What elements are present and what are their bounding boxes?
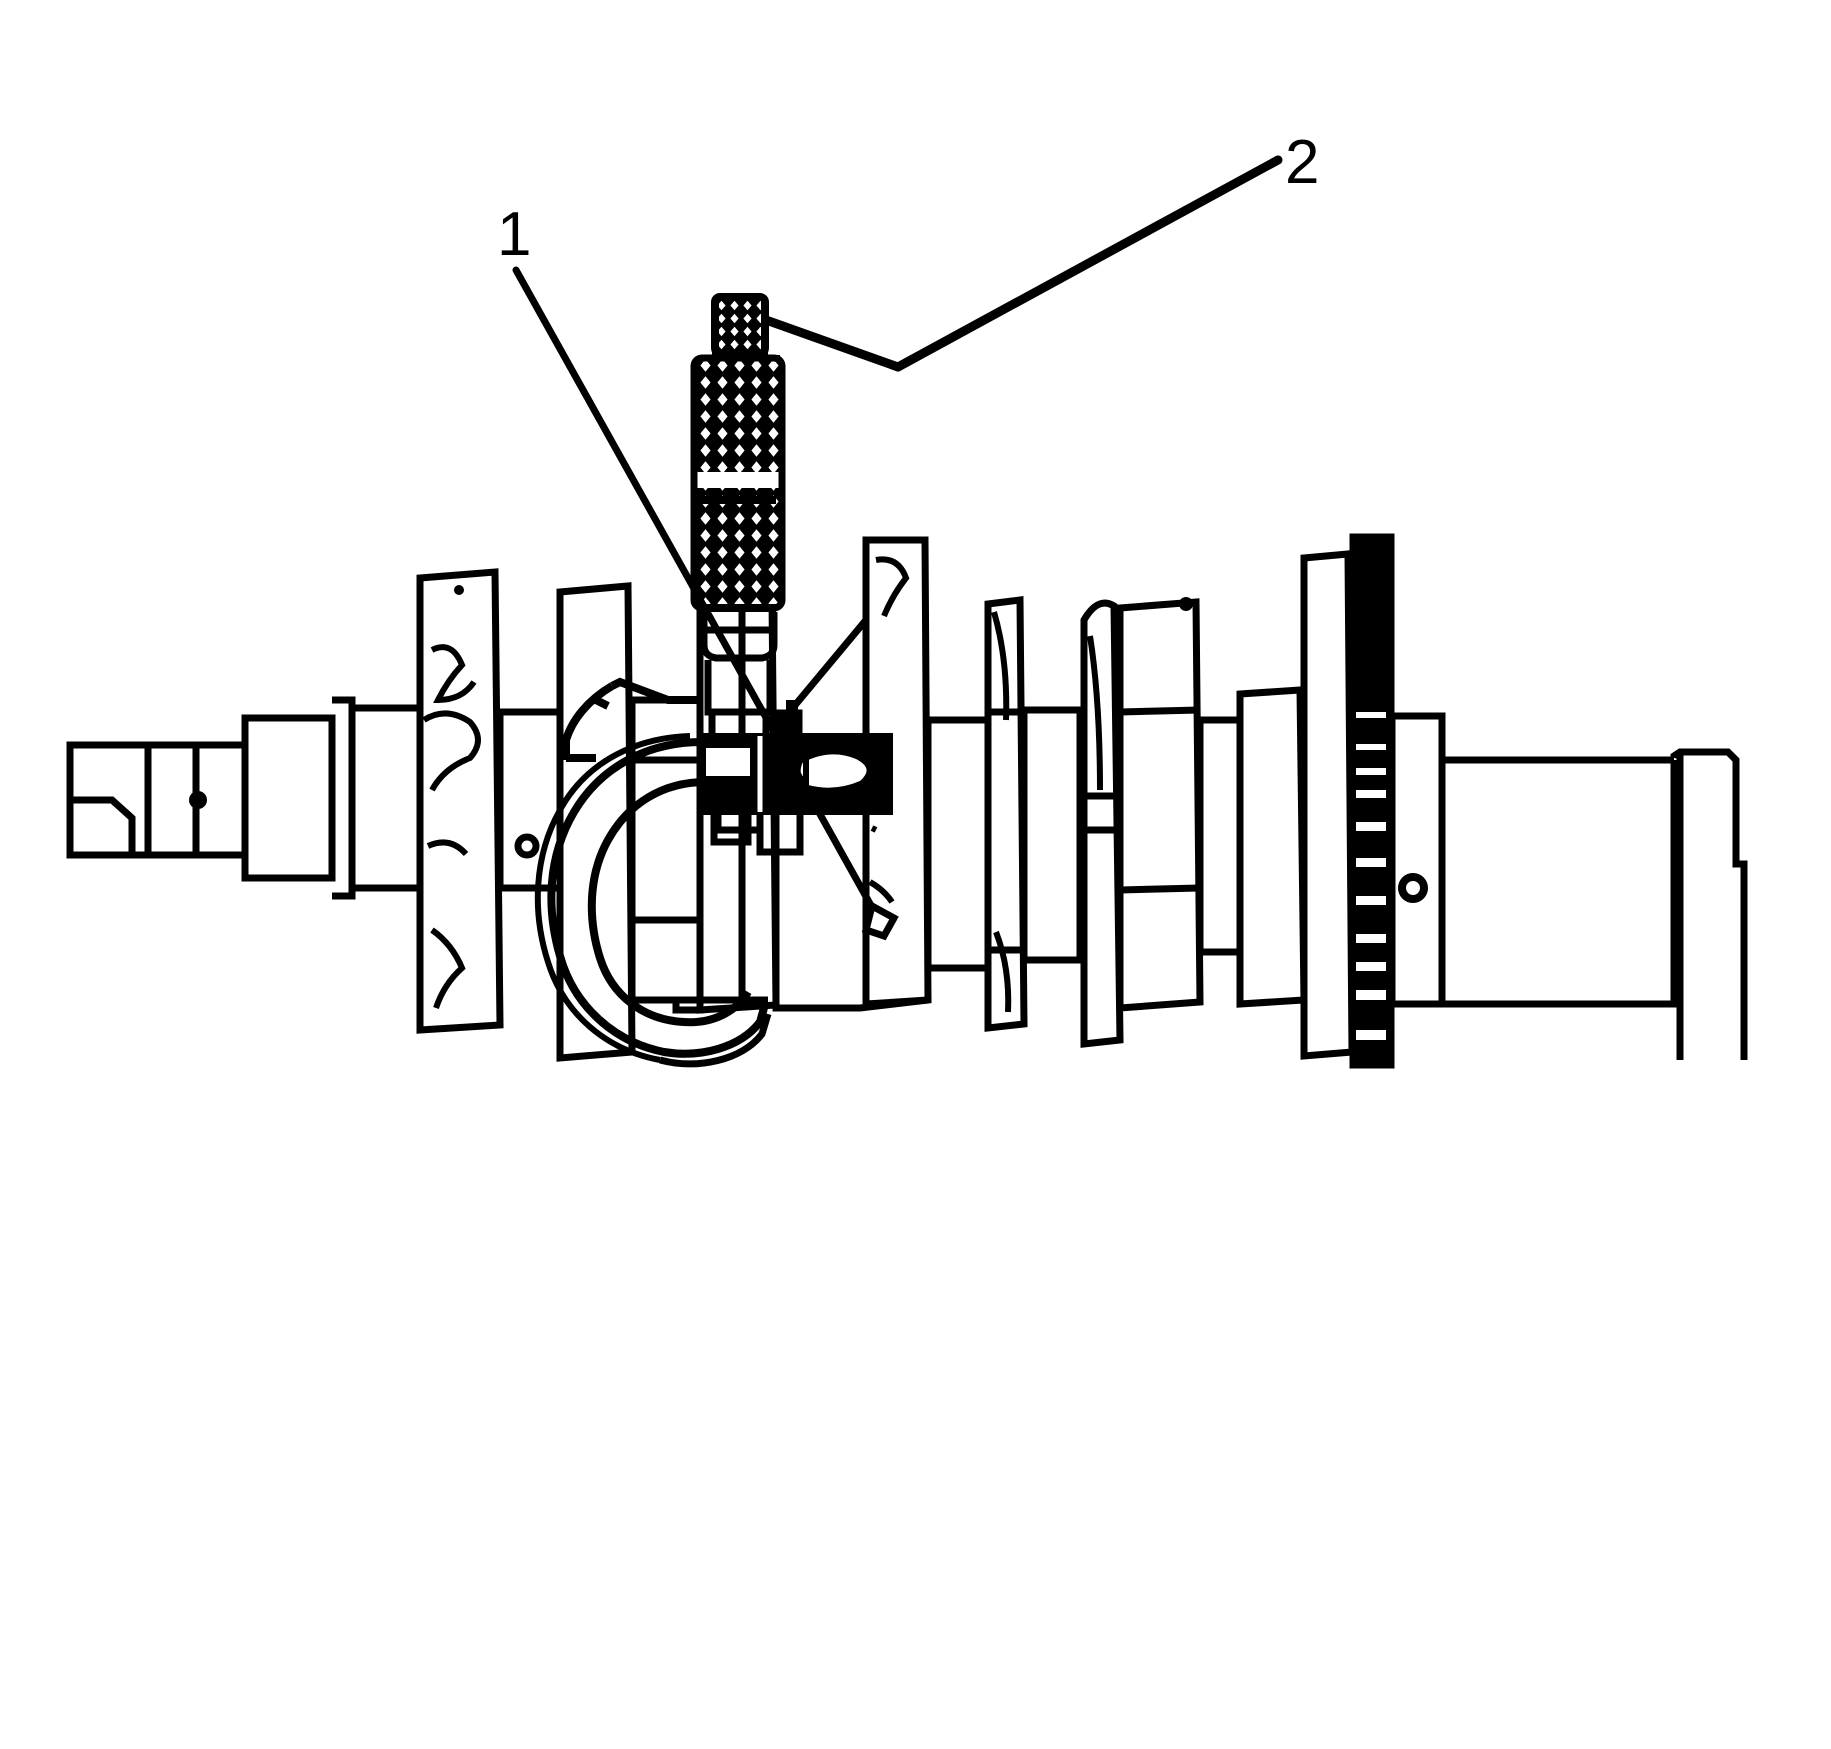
frame-pointer-line [773, 617, 869, 731]
counterweight-a [416, 568, 504, 1034]
leader-1-arrowhead [861, 900, 899, 941]
main-journal-mid [1020, 706, 1084, 964]
callout-leaders [512, 155, 1283, 941]
callout-label-2: 2 [1285, 128, 1319, 197]
micrometer-c-frame [534, 677, 772, 1068]
micrometer-ratchet-knob [711, 293, 769, 360]
micrometer-thimble [690, 354, 786, 634]
reluctor-teeth [1356, 712, 1386, 1040]
counterweight-d [984, 596, 1028, 1032]
leader-2-stub [761, 315, 903, 372]
callout-labels: 1 2 [497, 128, 1319, 269]
pilot-bearing-boss [1442, 748, 1748, 1060]
leader-line-1 [512, 266, 882, 922]
leader-line-2 [893, 155, 1283, 372]
micrometer-anvil [710, 812, 804, 856]
rod-journal-3 [1116, 597, 1204, 1012]
callout-label-1: 1 [497, 200, 531, 269]
reluctor-ring [1349, 533, 1395, 1069]
